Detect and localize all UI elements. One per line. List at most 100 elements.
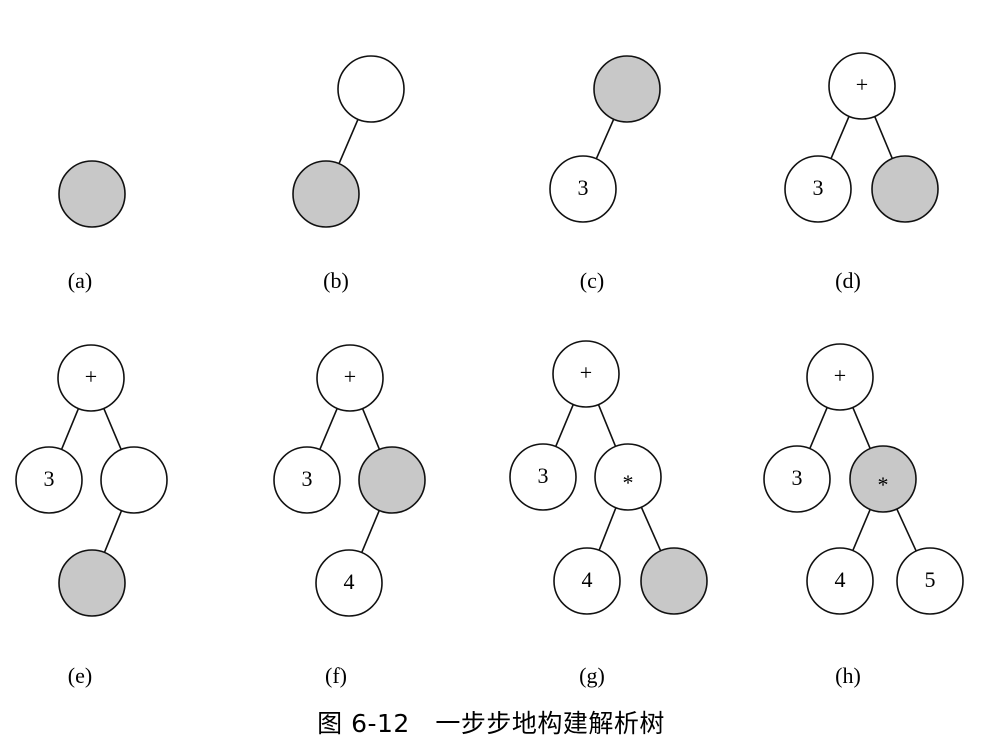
node-value: 4	[344, 569, 355, 594]
node-value: +	[856, 72, 868, 97]
tree-node-left: 3	[509, 443, 577, 511]
node-circle	[896, 547, 964, 615]
edge-root-to-left	[830, 116, 850, 159]
node-circle	[552, 340, 620, 408]
tree-node-right-left: 4	[315, 549, 383, 617]
node-circle	[273, 446, 341, 514]
node-circle	[316, 344, 384, 412]
node-value: 4	[835, 567, 846, 592]
panel-c: 3 (c)	[549, 55, 661, 293]
figure-caption: 图 6-12 一步步地构建解析树	[317, 709, 665, 738]
tree-node-left: 3	[784, 155, 852, 223]
active-node-circle	[871, 155, 939, 223]
node-circle	[100, 446, 168, 514]
edge-root-to-right	[852, 407, 871, 449]
edge-root-to-left	[319, 408, 338, 450]
active-node-circle	[292, 160, 360, 228]
node-value: 3	[538, 463, 549, 488]
tree-node-right: *	[849, 445, 917, 513]
node-circle	[763, 445, 831, 513]
edge-root-to-left	[809, 407, 828, 449]
node-circle	[553, 547, 621, 615]
node-value: 4	[582, 567, 593, 592]
panel-label: (b)	[323, 268, 349, 293]
tree-node-right: *	[594, 443, 662, 511]
edge-root-to-left	[338, 119, 359, 164]
tree-node-right	[100, 446, 168, 514]
node-circle	[549, 155, 617, 223]
tree-node-root: +	[806, 343, 874, 411]
node-value: +	[344, 364, 356, 389]
panel-f: +3 4 (f)	[273, 344, 426, 688]
node-circle	[337, 55, 405, 123]
node-value: 3	[578, 175, 589, 200]
panel-a: (a)	[58, 160, 126, 293]
node-value: 3	[792, 465, 803, 490]
tree-node-right	[871, 155, 939, 223]
node-value: +	[580, 360, 592, 385]
active-node-circle	[593, 55, 661, 123]
node-value: +	[85, 364, 97, 389]
tree-node-n1	[58, 160, 126, 228]
node-value: *	[623, 470, 634, 495]
node-value: 3	[813, 175, 824, 200]
node-value: 3	[44, 466, 55, 491]
panel-d: +3 (d)	[784, 52, 939, 293]
tree-node-right	[358, 446, 426, 514]
tree-node-right-left: 4	[806, 547, 874, 615]
panel-label: (c)	[580, 268, 604, 293]
tree-node-left: 3	[15, 446, 83, 514]
node-circle	[784, 155, 852, 223]
panel-b: (b)	[292, 55, 405, 293]
node-value: 3	[302, 466, 313, 491]
node-circle	[315, 549, 383, 617]
panel-label: (e)	[68, 663, 92, 688]
node-circle	[806, 547, 874, 615]
panel-label: (h)	[835, 663, 861, 688]
tree-node-right-right: 5	[896, 547, 964, 615]
edge-root-to-right	[873, 116, 894, 159]
panel-label: (d)	[835, 268, 861, 293]
tree-node-root: +	[316, 344, 384, 412]
node-circle	[57, 344, 125, 412]
node-value: 5	[925, 567, 936, 592]
panel-label: (g)	[579, 663, 605, 688]
tree-node-root: +	[828, 52, 896, 120]
edge-root-to-right	[361, 408, 381, 450]
tree-node-left: 3	[549, 155, 617, 223]
tree-node-left: 3	[763, 445, 831, 513]
tree-node-root: +	[552, 340, 620, 408]
edge-root-to-right	[597, 404, 617, 447]
panel-g: +3 * 4 (g)	[509, 340, 708, 688]
node-value: +	[834, 363, 846, 388]
tree-node-left: 3	[273, 446, 341, 514]
edge-right-to-right-left	[852, 509, 871, 551]
edge-right-to-right-left	[360, 510, 381, 553]
tree-node-root: +	[57, 344, 125, 412]
parse-tree-diagram: (a) (b) 3 (c) +3 (d) +3 (e) +3 4 (f) +3 * 4 (g) +3 * 4 5 (h…	[15, 52, 964, 688]
tree-node-right-right	[640, 547, 708, 615]
node-circle	[509, 443, 577, 511]
node-value: *	[878, 472, 889, 497]
node-circle	[15, 446, 83, 514]
node-circle	[806, 343, 874, 411]
active-node-circle	[640, 547, 708, 615]
active-node-circle	[58, 549, 126, 617]
edge-root-to-right	[103, 408, 122, 450]
tree-node-root	[593, 55, 661, 123]
edge-right-to-right-left	[598, 507, 617, 551]
node-circle	[828, 52, 896, 120]
edge-right-to-right-right	[640, 506, 662, 552]
edge-root-to-left	[60, 408, 80, 450]
tree-node-right-left	[58, 549, 126, 617]
panel-h: +3 * 4 5 (h)	[763, 343, 964, 688]
node-circle	[594, 443, 662, 511]
panel-label: (a)	[68, 268, 92, 293]
edge-root-to-left	[554, 404, 575, 447]
active-node-circle	[849, 445, 917, 513]
tree-node-right-left: 4	[553, 547, 621, 615]
panel-label: (f)	[325, 663, 347, 688]
active-node-circle	[358, 446, 426, 514]
edge-right-to-right-left	[103, 510, 123, 553]
panel-e: +3 (e)	[15, 344, 168, 688]
